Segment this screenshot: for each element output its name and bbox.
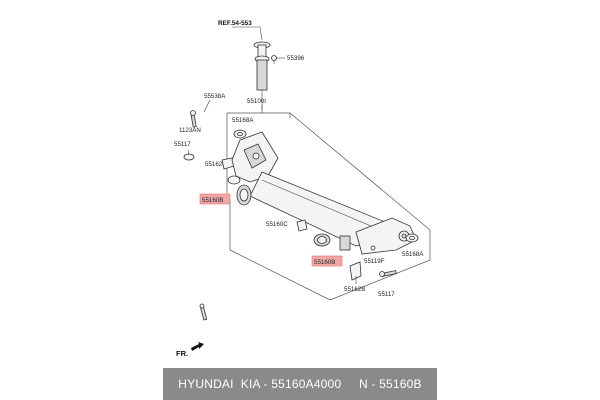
washer-55168A-right-icon bbox=[405, 233, 419, 243]
label-55117-left: 55117 bbox=[174, 141, 191, 148]
bracket-55162B-bottom-icon bbox=[349, 261, 362, 284]
highlight-55160B-left bbox=[199, 193, 231, 205]
label-55168A-right: 55168A bbox=[402, 251, 424, 258]
front-label: FR. bbox=[176, 349, 188, 358]
right-trailing-arm bbox=[355, 217, 417, 255]
left-trailing-arm bbox=[231, 131, 279, 183]
label-55160C: 55160C bbox=[266, 221, 288, 228]
label-55117-bottom: 55117 bbox=[378, 291, 395, 298]
label-55160B-left: 55160B bbox=[202, 197, 223, 204]
label-55396: 55396 bbox=[287, 55, 305, 62]
label-55162B-left: 55162B bbox=[205, 161, 226, 168]
bolt-55117-bottom-icon bbox=[379, 270, 397, 277]
part-number-footer: HYUNDAI KIA - 55160A4000 N - 55160B bbox=[163, 368, 437, 400]
bolt-55117-left-icon bbox=[183, 149, 195, 161]
highlight-55160B-right bbox=[311, 255, 343, 267]
bushing-left-icon bbox=[227, 175, 252, 206]
part-55160C-icon bbox=[296, 219, 308, 232]
label-55162B-bottom: 55162B bbox=[344, 286, 365, 293]
label-55168A-top: 55168A bbox=[232, 117, 254, 124]
label-55100I: 55100I bbox=[247, 98, 266, 105]
bolt-55538A-icon bbox=[190, 110, 197, 128]
label-1123AN: 1123AN bbox=[179, 127, 201, 134]
bolt-lower-left-icon bbox=[199, 303, 208, 321]
label-55538A: 55538A bbox=[204, 93, 226, 100]
label-55119F: 55119F bbox=[364, 258, 385, 265]
bushing-right-icon bbox=[313, 233, 351, 251]
nut-55119F-icon bbox=[370, 245, 376, 251]
footer-text: HYUNDAI KIA - 55160A4000 N - 55160B bbox=[178, 377, 422, 391]
label-55160B-right: 55160B bbox=[314, 259, 335, 266]
ref-label: REF.54-553 bbox=[218, 20, 252, 27]
nut-55396-icon bbox=[271, 55, 277, 64]
front-arrow-icon bbox=[191, 342, 204, 351]
washer-55168A-top-icon bbox=[233, 129, 247, 139]
